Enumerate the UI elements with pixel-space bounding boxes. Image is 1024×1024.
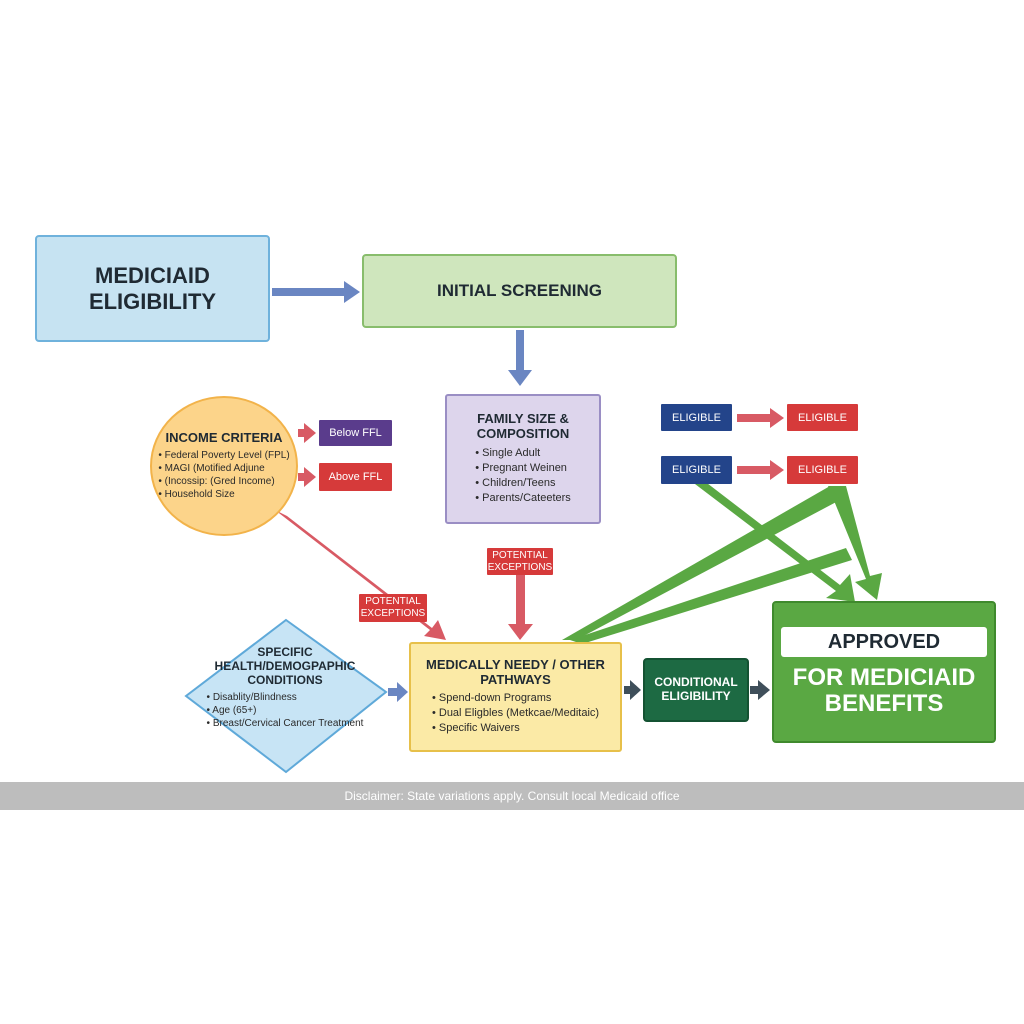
node-approved: APPROVED FOR MEDICIAID BENEFITS [772,601,996,743]
green-arrows [562,480,882,644]
specific-conditions-list: Disablity/Blindness Age (65+) Breast/Cer… [207,691,364,730]
tag-eligible-right-1: ELIGIBLE [787,404,858,431]
condition-item: Age (65+) [207,704,364,717]
arrow-income-to-below-ffl [298,423,316,443]
disclaimer-bar: Disclaimer: State variations apply. Cons… [0,782,1024,810]
tag-eligible-left-2: ELIGIBLE [661,456,732,484]
green-arrow-medically-to-eligible-1 [562,486,840,640]
arrow-conditional-to-approved [750,680,770,700]
medically-needy-list: Spend-down Programs Dual Eligbles (Metkc… [432,691,599,736]
income-item: (Incossip: (Gred Income) [158,475,289,488]
arrow-diamond-to-medically [388,682,408,702]
arrow-screening-to-family [508,330,532,386]
income-item: Household Size [158,488,289,501]
arrow-income-to-above-ffl [298,467,316,487]
condition-item: Breast/Cervical Cancer Treatment [207,717,364,730]
tag-potential-exceptions-left: POTENTIAL EXCEPTIONS [359,594,427,622]
pathway-item: Dual Eligbles (Metkcae/Meditaic) [432,706,599,721]
conditional-eligibility-title: CONDITIONAL ELIGIBILITY [654,675,738,703]
medicaid-eligibility-title: MEDICIAID ELIGIBILITY [88,263,217,314]
initial-screening-title: INITIAL SCREENING [437,281,602,301]
tag-eligible-left-1: ELIGIBLE [661,404,732,431]
income-item: MAGI (Motified Adjune [158,462,289,475]
disclaimer-text: Disclaimer: State variations apply. Cons… [344,789,680,803]
income-criteria-list: Federal Poverty Level (FPL) MAGI (Motifi… [158,449,290,501]
tag-potential-exceptions-top: POTENTIAL EXCEPTIONS [487,548,553,575]
specific-conditions-content: SPECIFIC HEALTH/DEMOGPAPHIC CONDITIONS D… [200,645,370,731]
medically-needy-title: MEDICALLY NEEDY / OTHER PATHWAYS [426,656,605,687]
income-criteria-title: INCOME CRITERIA [165,429,283,445]
node-medicaid-eligibility: MEDICIAID ELIGIBILITY [35,235,270,342]
green-arrow-medically-to-eligible-2 [570,548,852,644]
node-initial-screening: INITIAL SCREENING [362,254,677,328]
pathway-item: Specific Waivers [432,721,599,736]
node-conditional-eligibility: CONDITIONAL ELIGIBILITY [643,658,749,722]
family-item: Parents/Cateeters [475,491,571,506]
specific-conditions-title: SPECIFIC HEALTH/DEMOGPAPHIC CONDITIONS [214,645,356,687]
income-item: Federal Poverty Level (FPL) [158,449,290,462]
approved-subtitle: FOR MEDICIAID BENEFITS [792,664,976,717]
node-income-criteria: INCOME CRITERIA Federal Poverty Level (F… [150,396,298,536]
family-item: Children/Teens [475,476,571,491]
node-medically-needy: MEDICALLY NEEDY / OTHER PATHWAYS Spend-d… [409,642,622,752]
arrow-medically-to-conditional [624,680,641,700]
family-item: Pregnant Weinen [475,461,571,476]
arrow-medicaid-to-screening [272,281,360,303]
green-arrow-eligible-to-approved-2 [828,486,882,600]
arrow-eligible-2 [737,460,784,480]
node-family-size: FAMILY SIZE & COMPOSITION Single Adult P… [445,394,601,524]
arrow-eligible-1 [737,408,784,428]
pathway-item: Spend-down Programs [432,691,599,706]
tag-eligible-right-2: ELIGIBLE [787,456,858,484]
dark-arrows [624,680,770,700]
family-size-list: Single Adult Pregnant Weinen Children/Te… [475,446,571,506]
family-item: Single Adult [475,446,571,461]
condition-item: Disablity/Blindness [207,691,364,704]
family-size-title: FAMILY SIZE & COMPOSITION [476,411,570,441]
blue-arrows [272,281,532,702]
arrow-exceptions-to-medically [508,574,533,640]
tag-below-ffl: Below FFL [319,420,392,446]
tag-above-ffl: Above FFL [319,463,392,491]
approved-banner: APPROVED [781,627,987,658]
